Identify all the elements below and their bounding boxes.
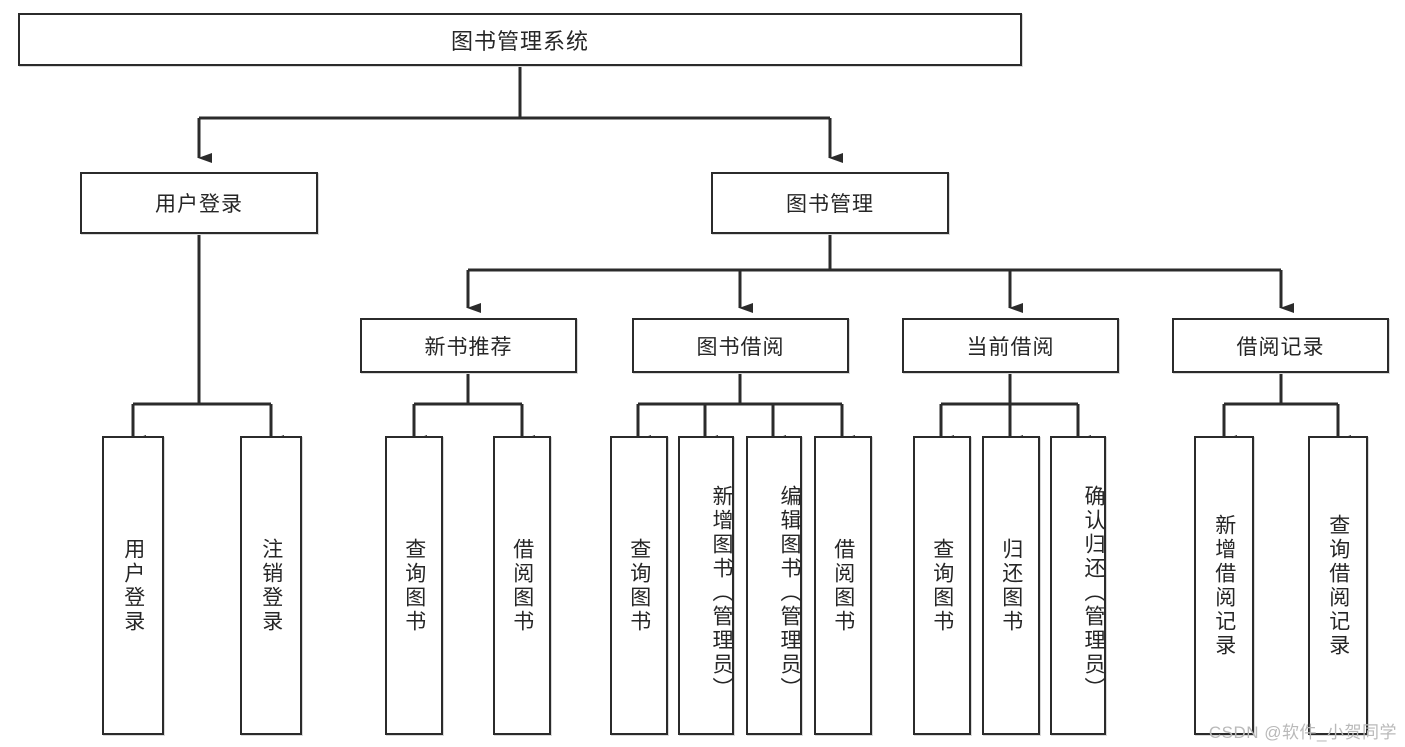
leaf-user-login-signout[interactable]: 注销登录 (240, 436, 302, 735)
node-book-borrow[interactable]: 图书借阅 (632, 318, 849, 373)
node-root-system[interactable]: 图书管理系统 (18, 13, 1022, 66)
node-current-borrow[interactable]: 当前借阅 (902, 318, 1119, 373)
csdn-watermark: CSDN @软件_小贺同学 (1208, 723, 1397, 742)
leaf-record-query-record[interactable]: 查询借阅记录 (1308, 436, 1368, 735)
leaf-current-confirm-return-admin[interactable]: 确认归还（管理员） (1050, 436, 1106, 735)
leaf-current-query-book[interactable]: 查询图书 (913, 436, 971, 735)
leaf-borrow-add-book-admin[interactable]: 新增图书（管理员） (678, 436, 734, 735)
leaf-borrow-query-book[interactable]: 查询图书 (610, 436, 668, 735)
leaf-user-login-signin[interactable]: 用户登录 (102, 436, 164, 735)
leaf-borrow-borrow-book[interactable]: 借阅图书 (814, 436, 872, 735)
node-borrow-record[interactable]: 借阅记录 (1172, 318, 1389, 373)
leaf-recommend-borrow-book[interactable]: 借阅图书 (493, 436, 551, 735)
leaf-borrow-edit-book-admin[interactable]: 编辑图书（管理员） (746, 436, 802, 735)
node-user-login[interactable]: 用户登录 (80, 172, 318, 234)
node-new-book-recommend[interactable]: 新书推荐 (360, 318, 577, 373)
leaf-recommend-query-book[interactable]: 查询图书 (385, 436, 443, 735)
leaf-record-add-record[interactable]: 新增借阅记录 (1194, 436, 1254, 735)
node-book-management[interactable]: 图书管理 (711, 172, 949, 234)
leaf-current-return-book[interactable]: 归还图书 (982, 436, 1040, 735)
